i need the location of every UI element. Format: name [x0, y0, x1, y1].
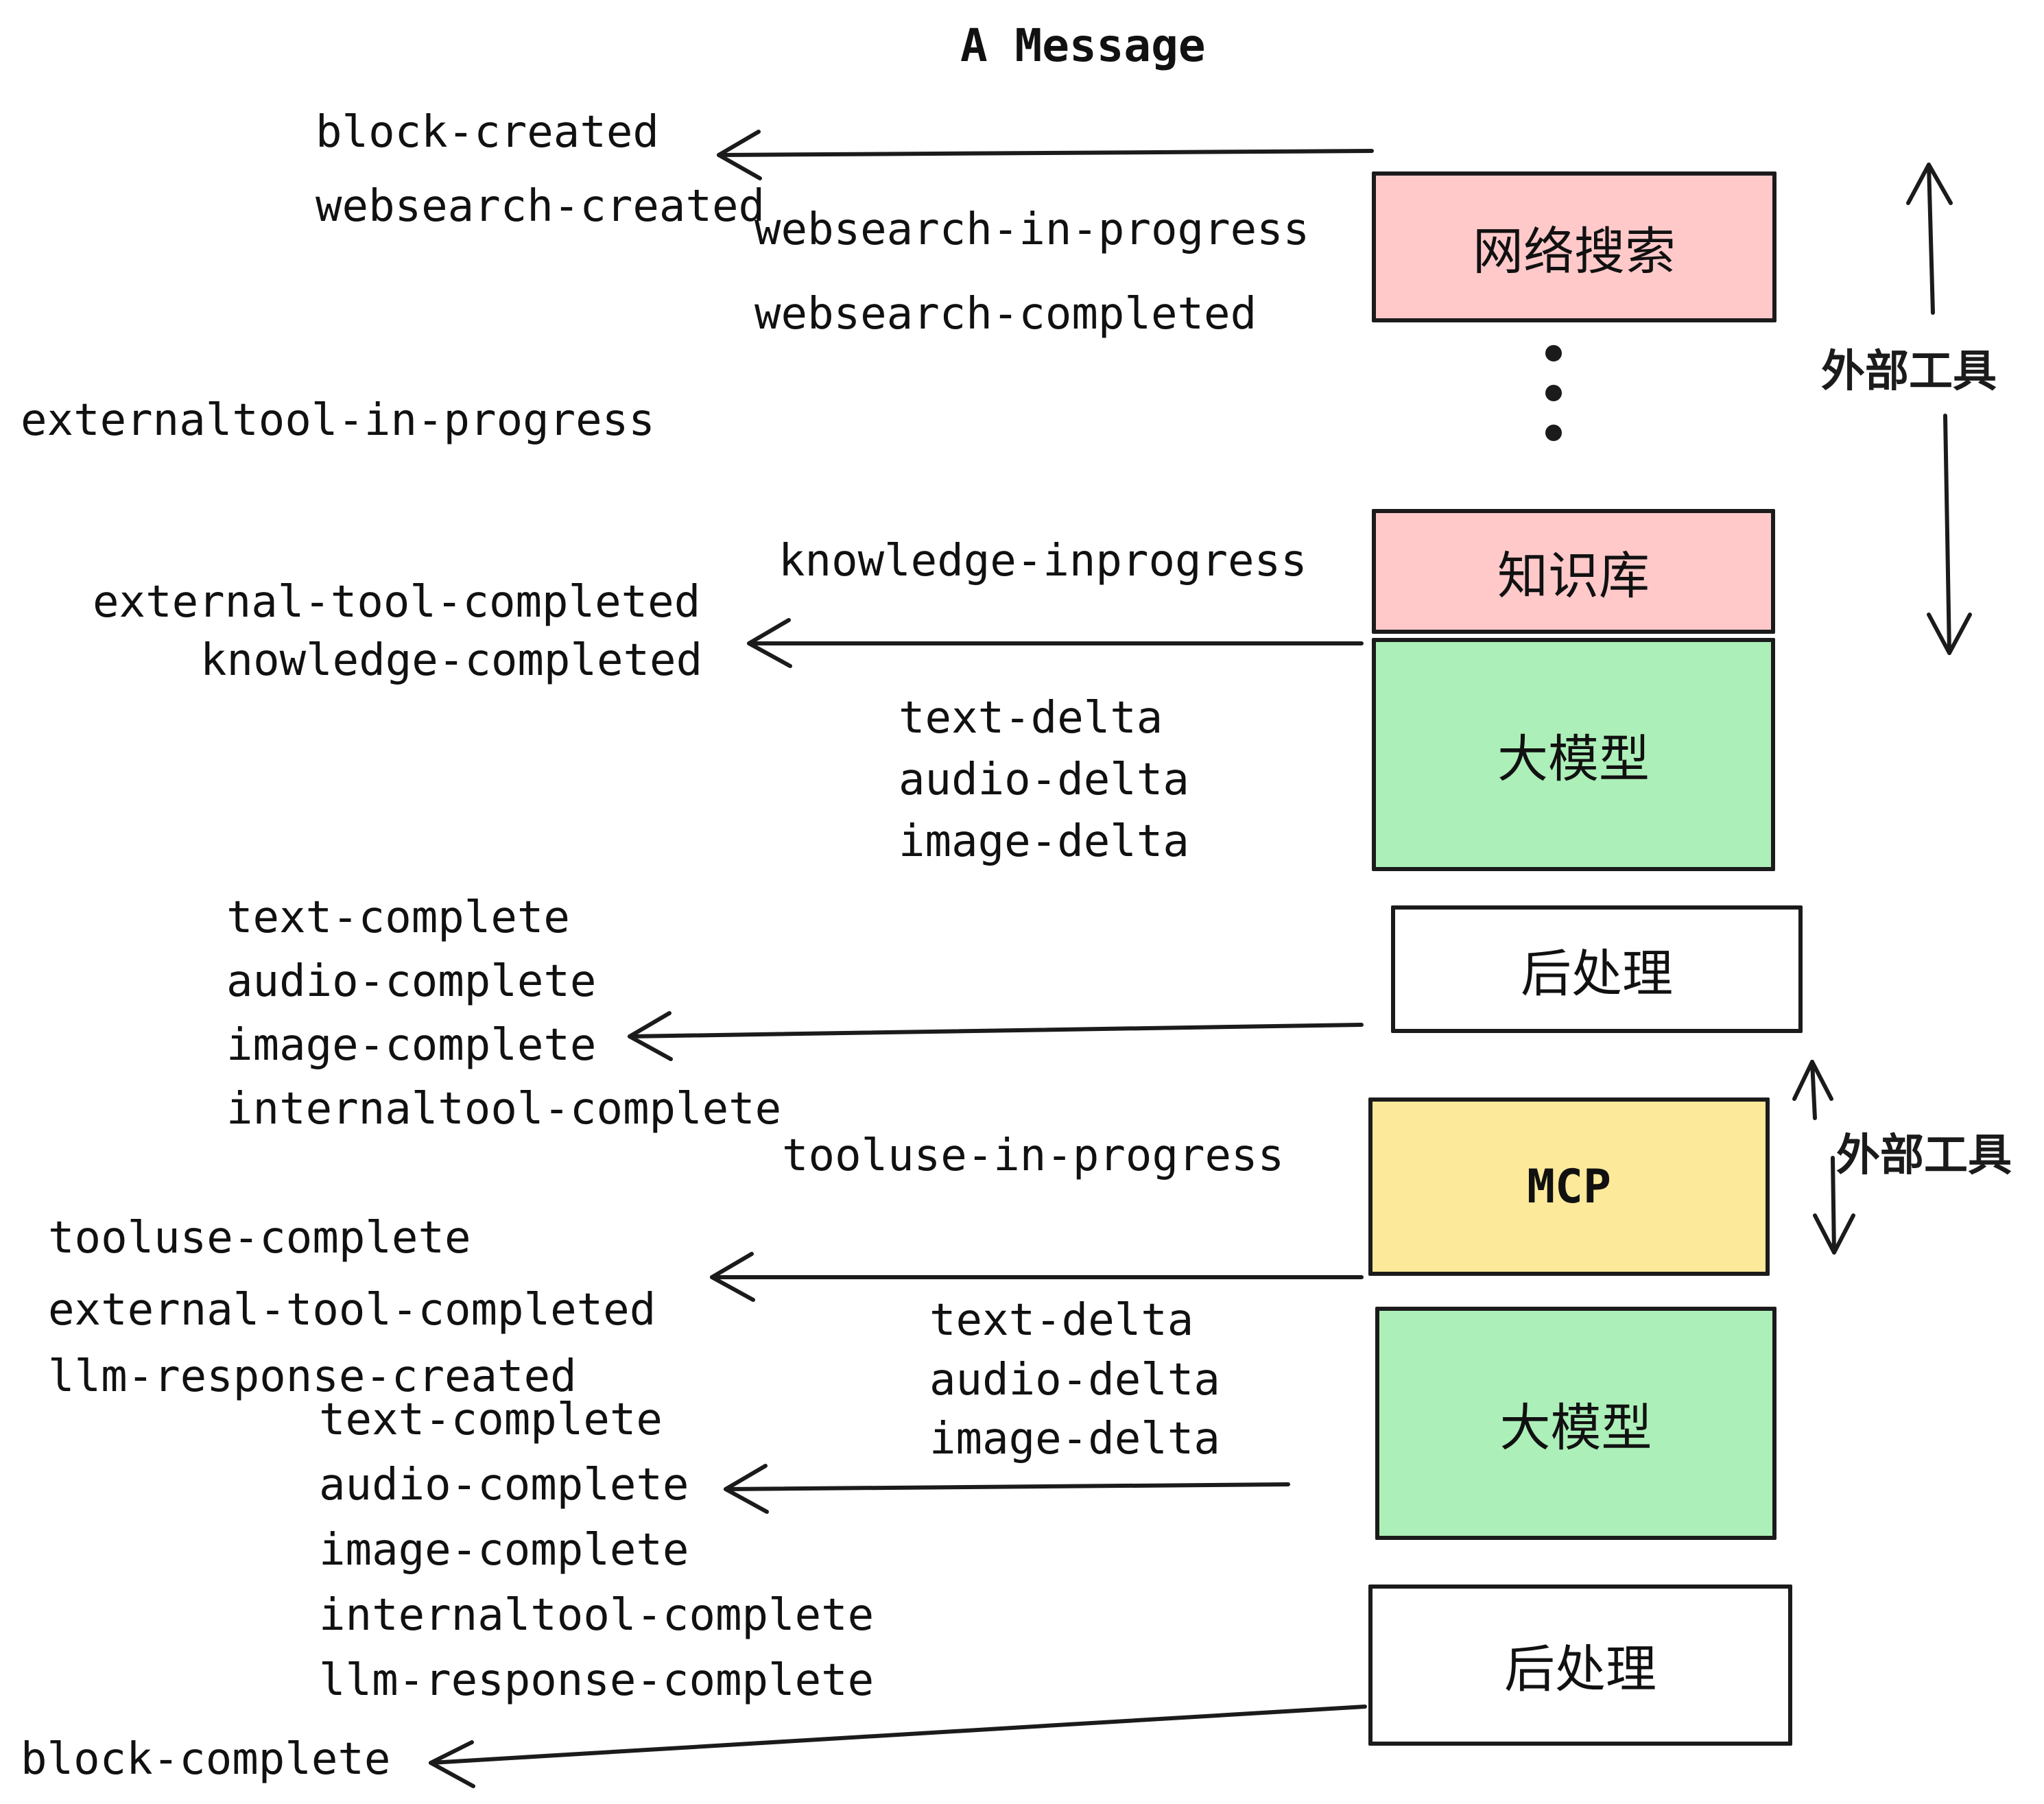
event-label-websearch-completed: websearch-completed	[754, 289, 1257, 340]
event-label-websearch-created: websearch-created	[316, 181, 765, 232]
arrow-post2-to-block-complete	[429, 1705, 1367, 1788]
event-label-internaltool-complete-2: internaltool-complete	[319, 1590, 875, 1641]
event-label-text-delta-2: text-delta	[929, 1295, 1194, 1346]
box-knowledge: 知识库	[1372, 509, 1775, 634]
box-postprocess-2: 后处理	[1368, 1585, 1792, 1746]
event-label-llm-response-complete: llm-response-complete	[319, 1655, 875, 1706]
event-label-text-delta-1: text-delta	[899, 693, 1163, 744]
arrow-llm2-to-complete	[724, 1464, 1290, 1514]
event-label-block-created: block-created	[316, 107, 659, 158]
event-label-image-delta-1: image-delta	[899, 816, 1189, 867]
arrow-down-external-tools-1	[1927, 414, 1972, 655]
arrow-mcp-to-tooluse-complete	[710, 1252, 1364, 1302]
event-label-block-complete: block-complete	[21, 1734, 391, 1785]
event-label-text-complete-1: text-complete	[226, 892, 570, 943]
event-label-knowledge-completed: knowledge-completed	[200, 635, 703, 686]
box-websearch-label: 网络搜索	[1473, 222, 1676, 280]
box-mcp-label: MCP	[1527, 1159, 1611, 1214]
event-label-internaltool-complete-1: internaltool-complete	[226, 1084, 782, 1135]
event-label-websearch-in-progress: websearch-in-progress	[754, 204, 1310, 255]
side-label-external-tools-2: 外部工具	[1836, 1130, 2012, 1180]
event-label-audio-complete-2: audio-complete	[319, 1460, 689, 1510]
event-label-audio-complete-1: audio-complete	[226, 956, 597, 1007]
diagram-title: A Message	[960, 19, 1206, 72]
dot	[1545, 345, 1562, 361]
box-llm-2-label: 大模型	[1499, 1399, 1652, 1456]
event-label-externaltool-in-progress: externaltool-in-progress	[21, 395, 655, 446]
box-llm-2: 大模型	[1375, 1307, 1776, 1540]
arrow-up-external-tools-2	[1792, 1060, 1833, 1120]
arrow-websearch-to-created	[717, 130, 1374, 180]
event-label-image-delta-2: image-delta	[929, 1414, 1220, 1464]
box-llm-1: 大模型	[1372, 638, 1775, 871]
event-label-image-complete-1: image-complete	[226, 1020, 597, 1071]
box-llm-1-label: 大模型	[1497, 730, 1650, 787]
event-label-audio-delta-2: audio-delta	[929, 1355, 1220, 1405]
arrow-post1-to-complete	[628, 1011, 1364, 1061]
arrow-knowledge-to-completed	[747, 618, 1364, 668]
event-label-llm-response-created: llm-response-created	[48, 1351, 577, 1402]
vertical-ellipsis-icon	[1545, 345, 1562, 441]
event-label-text-complete-2: text-complete	[319, 1394, 663, 1445]
box-knowledge-label: 知识库	[1497, 547, 1650, 604]
event-label-tooluse-complete: tooluse-complete	[48, 1213, 471, 1263]
box-postprocess-1: 后处理	[1391, 905, 1803, 1033]
box-mcp: MCP	[1368, 1097, 1770, 1276]
box-postprocess-1-label: 后处理	[1521, 945, 1673, 1002]
event-label-knowledge-inprogress: knowledge-inprogress	[779, 536, 1307, 586]
event-label-audio-delta-1: audio-delta	[899, 755, 1189, 805]
event-label-external-tool-completed-2: external-tool-completed	[48, 1285, 656, 1336]
box-postprocess-2-label: 后处理	[1504, 1641, 1656, 1698]
arrow-up-external-tools-1	[1906, 163, 1953, 315]
side-label-external-tools-1: 外部工具	[1821, 346, 1997, 396]
dot	[1545, 385, 1562, 401]
event-label-external-tool-completed: external-tool-completed	[93, 577, 701, 628]
dot	[1545, 425, 1562, 441]
event-label-tooluse-in-progress: tooluse-in-progress	[782, 1130, 1285, 1181]
event-label-image-complete-2: image-complete	[319, 1525, 689, 1576]
box-websearch: 网络搜索	[1372, 171, 1776, 322]
